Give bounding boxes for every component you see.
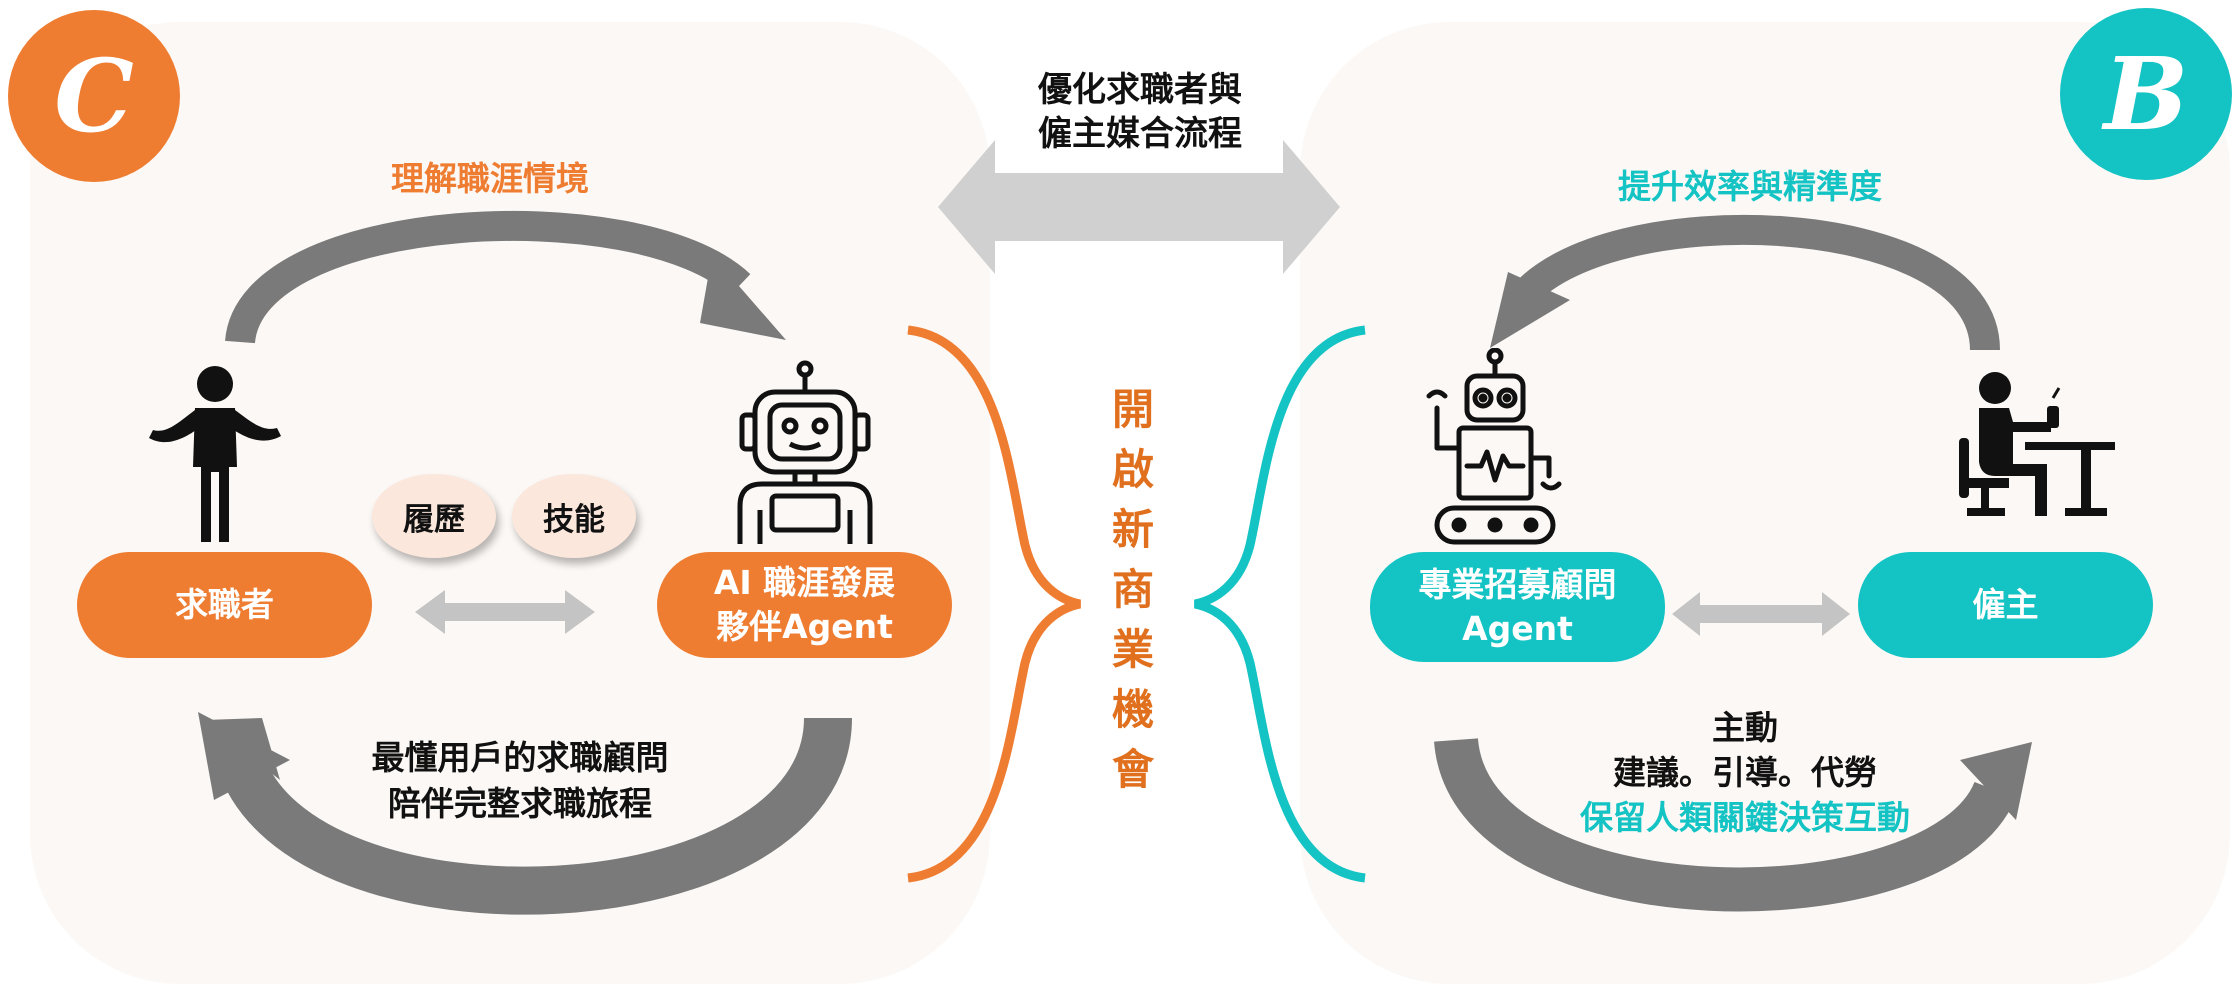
right-panel xyxy=(1300,22,2230,984)
person-shrug-icon xyxy=(149,366,281,542)
right-bottom-arc-arrow xyxy=(1434,737,2016,912)
right-bottom-arc-head xyxy=(1960,742,2032,820)
left-bottom-arc-arrow xyxy=(217,716,852,915)
right-top-arc-head xyxy=(1490,272,1570,348)
left-small-double-arrow xyxy=(415,590,595,634)
employer-pill: 僱主 xyxy=(1858,552,2153,658)
right-arc-label: 提升效率與精準度 xyxy=(1618,167,1882,206)
skills-chip: 技能 xyxy=(512,474,636,558)
left-top-arc-arrow xyxy=(225,210,751,345)
right-small-double-arrow xyxy=(1672,592,1850,636)
top-exchange-label: 優化求職者與 僱主媒合流程 xyxy=(1038,70,1242,154)
orange-brace xyxy=(907,325,1082,883)
resume-chip: 履歷 xyxy=(372,474,496,558)
top-double-arrow xyxy=(938,140,1340,274)
robot-head-icon xyxy=(737,360,873,544)
left-panel xyxy=(30,22,990,984)
left-top-arc-head xyxy=(700,255,786,340)
teal-brace xyxy=(1193,325,1366,883)
ai-career-agent-pill: AI 職涯發展 夥伴Agent xyxy=(657,552,952,658)
left-arc-label: 理解職涯情境 xyxy=(391,159,589,198)
center-vertical-label: 開 啟 新 商 業 機 會 xyxy=(1111,385,1154,794)
left-bottom-label: 最懂用戶的求職顧問 陪伴完整求職旅程 xyxy=(371,738,669,823)
right-top-arc-arrow xyxy=(1508,214,2000,352)
badge-c: C xyxy=(8,10,180,182)
robot-tracked-icon xyxy=(1426,348,1562,545)
recruit-agent-pill: 專業招募顧問 Agent xyxy=(1370,552,1665,662)
person-desk-icon xyxy=(1959,372,2115,516)
badge-b: B xyxy=(2060,8,2232,180)
right-bottom-label: 主動 建議。引導。代勞 保留人類關鍵決策互動 xyxy=(1580,708,1910,837)
job-seeker-pill: 求職者 xyxy=(77,552,372,658)
